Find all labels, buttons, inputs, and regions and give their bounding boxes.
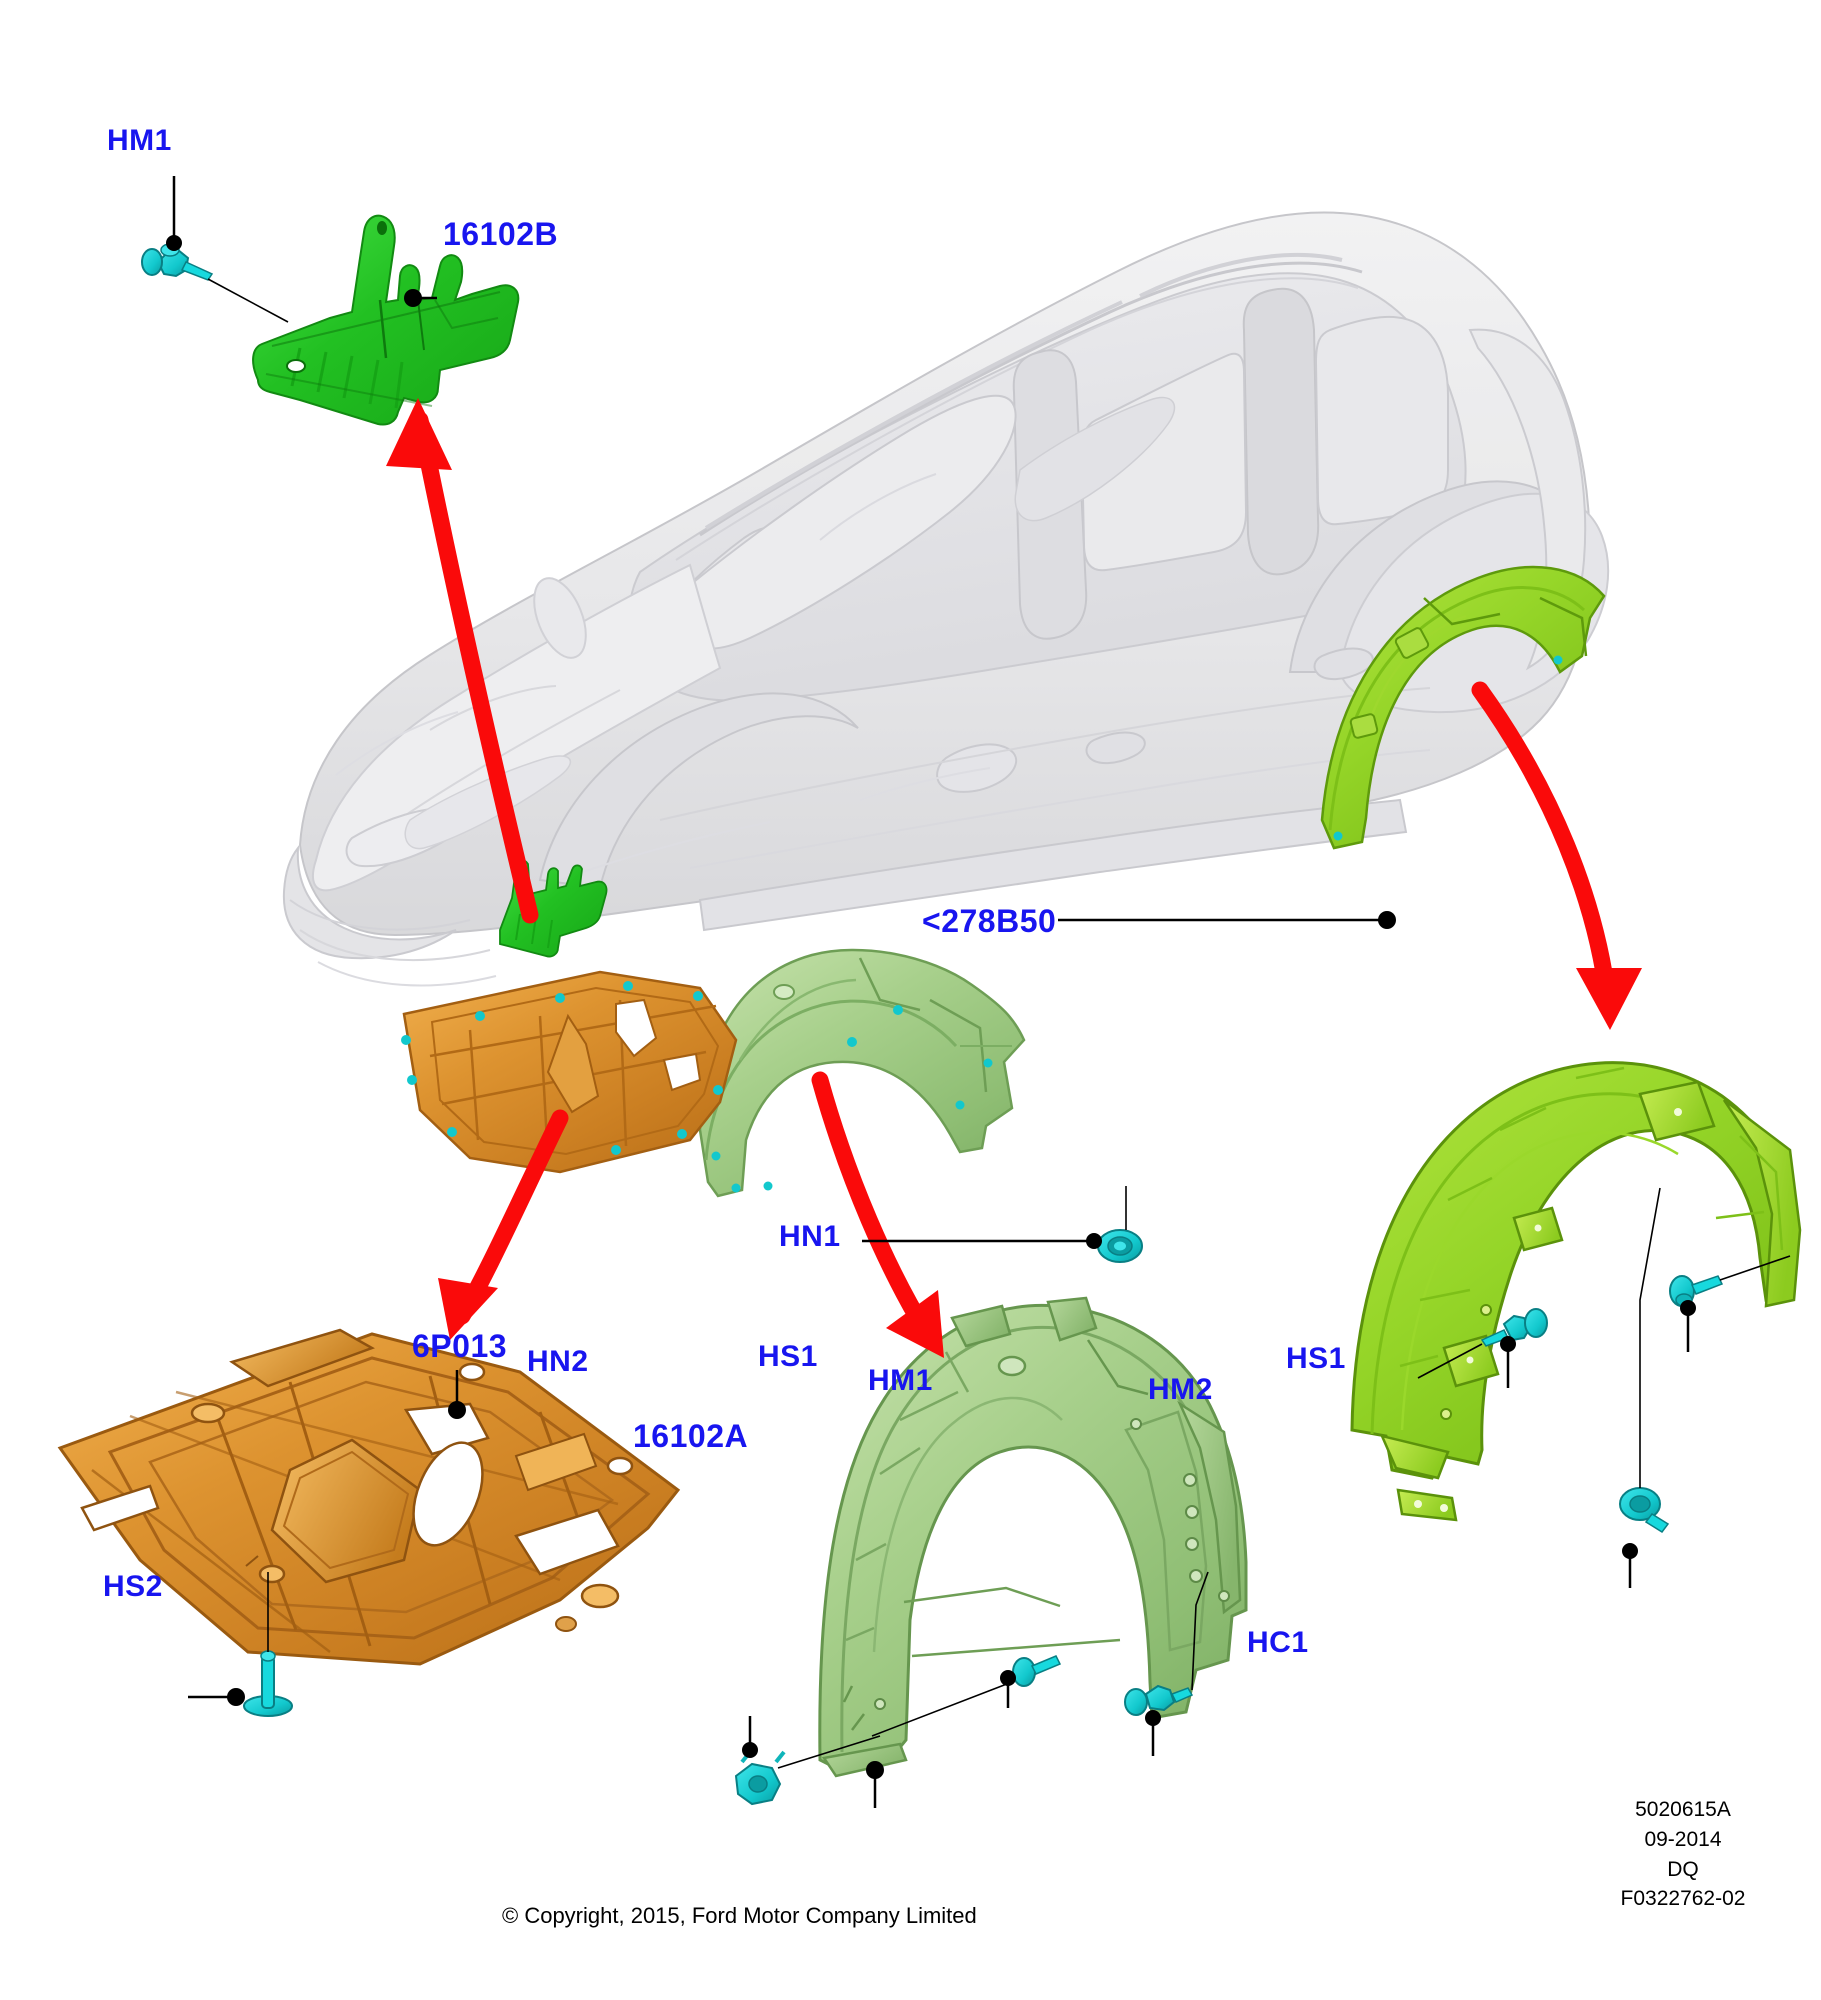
fastener-HM1-top <box>141 243 214 281</box>
part-278B50-rear-wheelhouse-liner <box>1350 1061 1802 1522</box>
callout-hn2: HN2 <box>527 1345 589 1378</box>
callout-hn1: HN1 <box>779 1220 841 1253</box>
drawing-metadata: 5020615A 09-2014 DQ F0322762-02 <box>1568 1795 1798 1914</box>
callout-hc1: HC1 <box>1247 1626 1309 1659</box>
callout-278b50: <278B50 <box>922 903 1057 939</box>
part-6P013-engine-splash-shield <box>57 1328 681 1666</box>
figure-id: F0322762-02 <box>1620 1887 1746 1911</box>
assembly-arrows <box>386 398 1642 1358</box>
copyright-notice: © Copyright, 2015, Ford Motor Company Li… <box>502 1903 977 1928</box>
fastener-HM2 <box>1480 1308 1548 1347</box>
callout-hs1-center: HS1 <box>758 1340 818 1373</box>
fastener-HM1-center <box>1124 1684 1194 1716</box>
installed-6P013-splash-shield <box>401 970 738 1174</box>
callout-hm1-top: HM1 <box>107 124 172 157</box>
installed-278B50-rear-liner <box>1320 565 1606 850</box>
fastener-HS1-center <box>1012 1655 1062 1687</box>
callout-16102a: 16102A <box>633 1418 749 1454</box>
fastener-HS2 <box>243 1650 293 1717</box>
callout-6p013: 6P013 <box>412 1328 508 1364</box>
callout-hm2: HM2 <box>1148 1373 1213 1406</box>
drawing-number: 5020615A <box>1635 1798 1731 1821</box>
fastener-HC1 <box>1619 1487 1670 1534</box>
fastener-HN1-grommet <box>1097 1229 1143 1263</box>
installed-16102A-front-liner <box>698 948 1026 1198</box>
callout-hs1-right: HS1 <box>1286 1342 1346 1375</box>
fastener-HS1-right <box>1669 1275 1724 1307</box>
drawing-date: 09-2014 <box>1644 1827 1722 1851</box>
part-16102A-front-wheelhouse-liner <box>818 1296 1248 1778</box>
callout-16102b: 16102B <box>443 216 559 252</box>
drawing-code: DQ <box>1667 1857 1699 1881</box>
callout-hm1-center: HM1 <box>868 1364 933 1397</box>
callout-hs2: HS2 <box>103 1570 163 1603</box>
ghost-vehicle-body <box>282 211 1610 987</box>
fastener-HN2 <box>734 1750 786 1806</box>
part-16102B-air-deflector-bracket <box>252 214 520 426</box>
